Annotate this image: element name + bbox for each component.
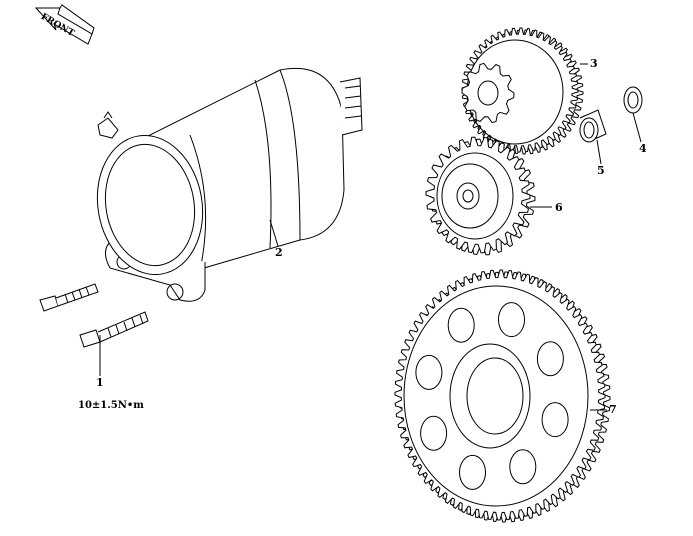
callout-5: 5: [597, 164, 605, 177]
washer: [623, 86, 643, 114]
torque-spec: 10±1.5N•m: [78, 400, 144, 411]
callout-2: 2: [275, 246, 283, 259]
gear-7: [394, 269, 611, 523]
gear-3: [461, 27, 584, 155]
leader-lines: [99, 63, 642, 411]
callout-7: 7: [609, 403, 617, 416]
lightening-hole: [459, 454, 486, 490]
lightening-hole: [509, 449, 537, 485]
front-arrow-icon: [34, 4, 95, 45]
starter-motor: [96, 67, 363, 302]
lightening-hole: [420, 415, 448, 451]
bolt: [39, 283, 99, 312]
bolt: [79, 311, 149, 348]
callout-6: 6: [555, 201, 563, 214]
lightening-hole: [536, 341, 564, 377]
gear-6: [425, 136, 536, 256]
callout-4: 4: [639, 142, 647, 155]
spacer: [579, 109, 607, 143]
lightening-hole: [541, 402, 569, 438]
lightening-hole: [415, 354, 443, 390]
lightening-hole: [447, 307, 475, 343]
callout-3: 3: [590, 57, 598, 70]
callout-1: 1: [96, 376, 104, 389]
lightening-hole: [498, 302, 525, 338]
